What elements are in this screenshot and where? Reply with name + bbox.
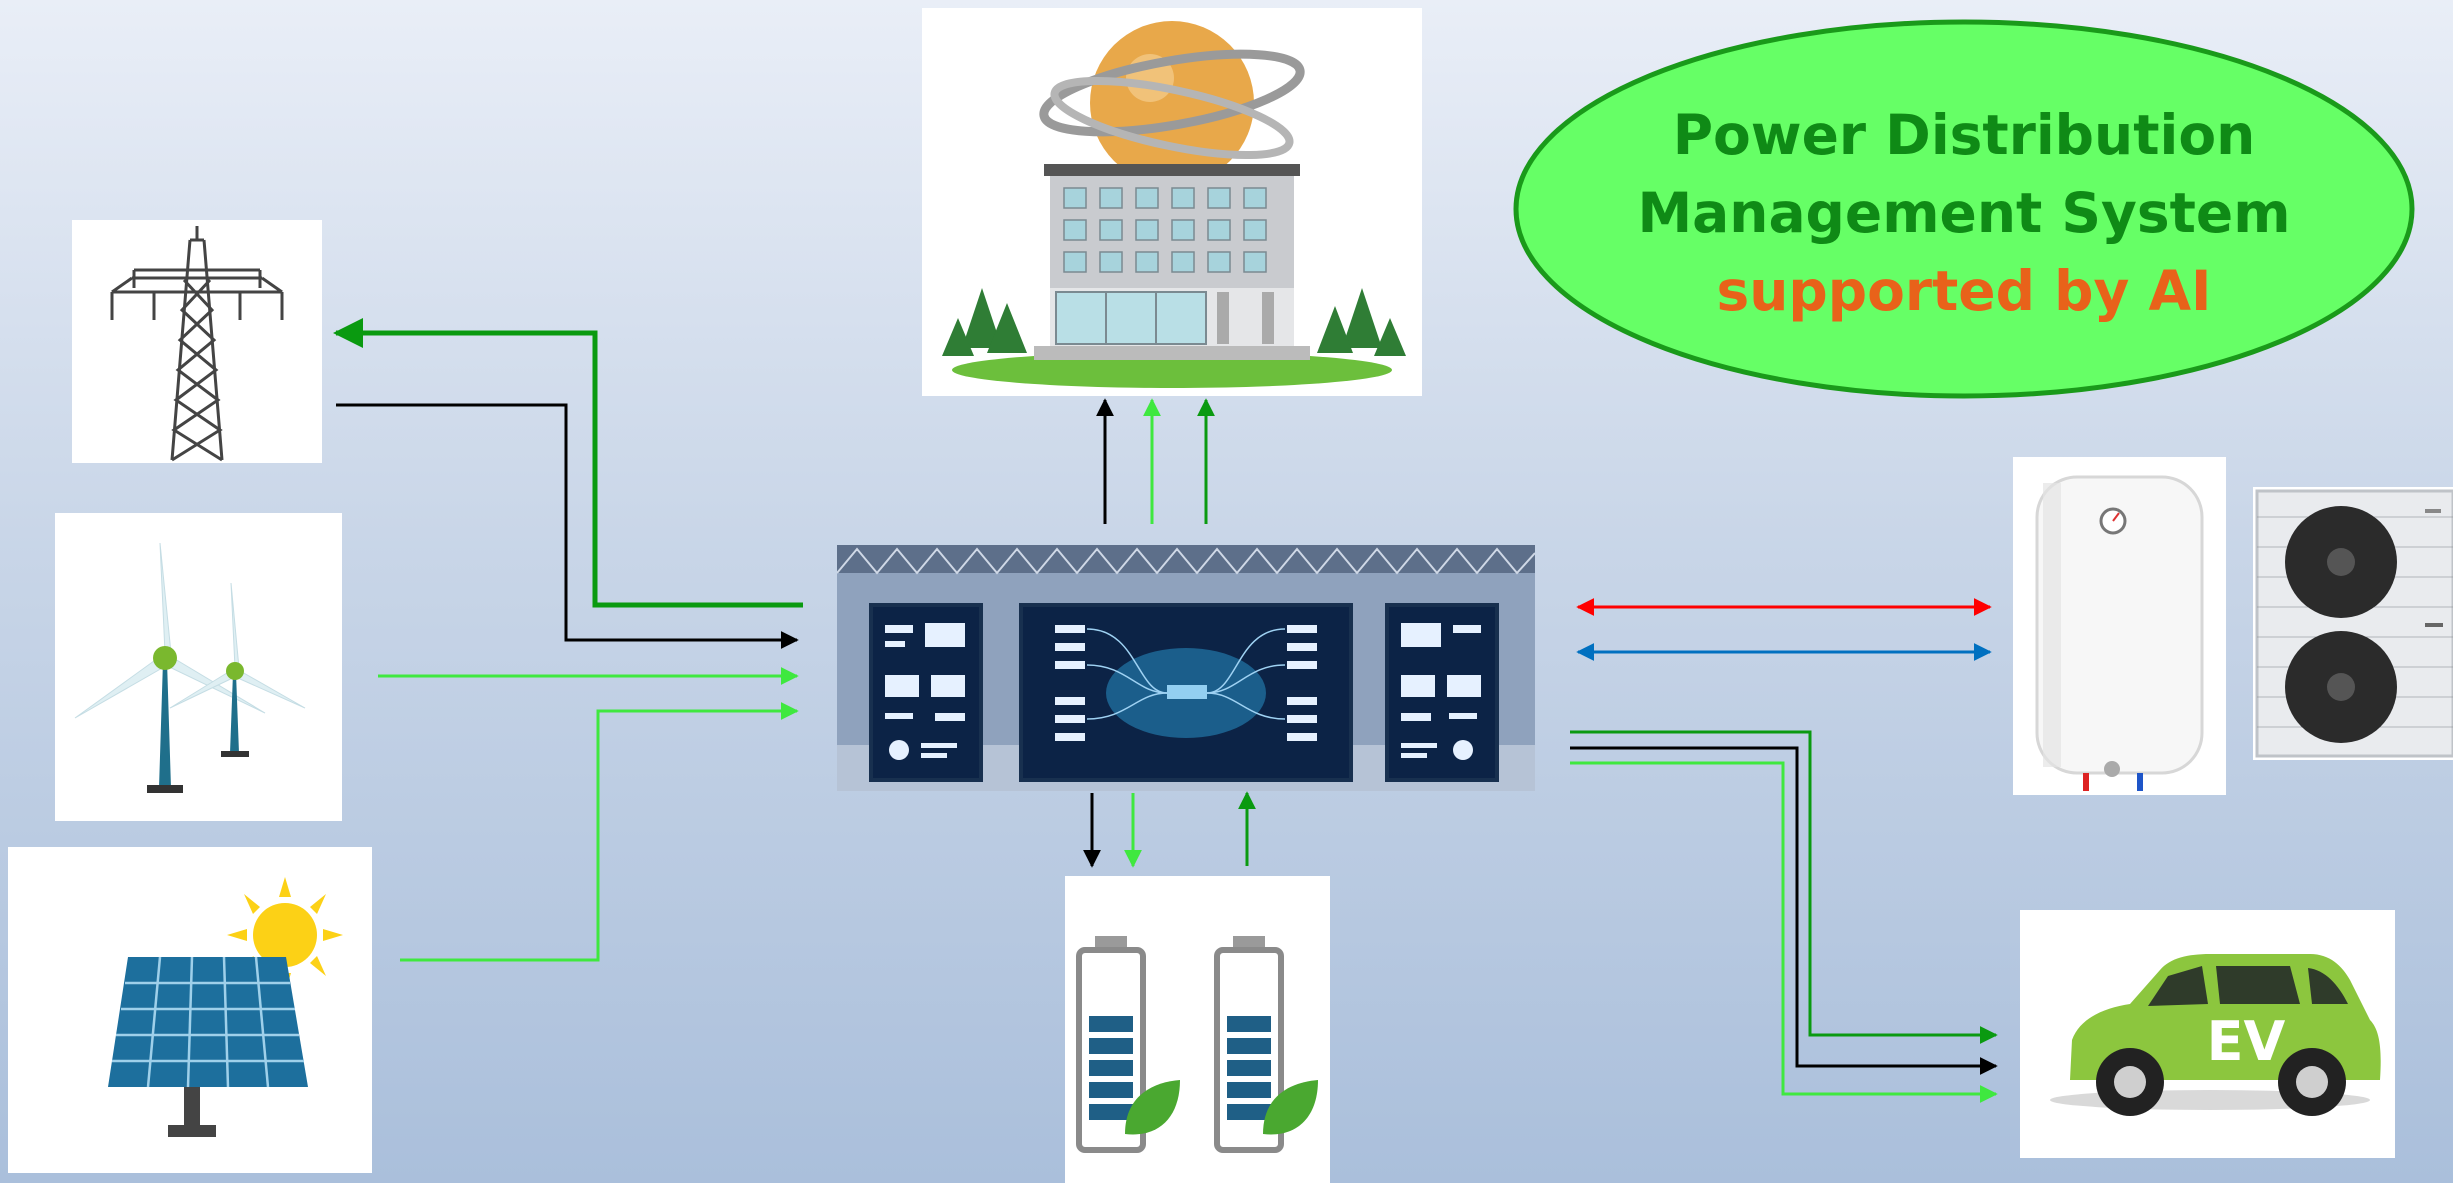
control-center-tile[interactable] — [837, 545, 1535, 791]
ev-label: EV — [2206, 1010, 2286, 1073]
wire-from-grid — [336, 403, 799, 649]
title-ellipse: Power Distribution Management System sup… — [1512, 18, 2416, 400]
control-center-icon — [837, 545, 1535, 791]
wire-to-grid — [333, 318, 803, 608]
electric-vehicle-tile: EV — [2020, 910, 2395, 1158]
smart-building-tile — [922, 8, 1422, 396]
wire-from-solar — [400, 702, 799, 962]
wind-turbine-tile — [55, 513, 342, 821]
wire-to-ev-lightgreen — [1570, 761, 1998, 1103]
heat-pump-tile — [2253, 487, 2453, 760]
title-line-1: Power Distribution — [1672, 103, 2256, 167]
electric-vehicle-icon — [2050, 954, 2381, 1116]
transmission-tower-tile — [72, 220, 322, 463]
smart-building-icon — [942, 21, 1406, 388]
water-heater-icon — [2035, 475, 2204, 791]
heat-pump-icon — [2255, 489, 2453, 758]
water-heater-tile — [2013, 457, 2226, 795]
battery-storage-tile — [1065, 876, 1330, 1183]
wire-to-ev-green — [1570, 730, 1998, 1044]
battery-storage-icon — [1076, 936, 1318, 1153]
wind-turbine-icon — [74, 542, 306, 793]
solar-panel-icon — [108, 877, 343, 1137]
transmission-tower-icon — [110, 226, 284, 462]
title-line-3: supported by AI — [1716, 259, 2212, 323]
solar-panel-tile — [8, 847, 372, 1173]
wire-to-ev-black — [1570, 746, 1998, 1075]
title-line-2: Management System — [1637, 181, 2291, 245]
